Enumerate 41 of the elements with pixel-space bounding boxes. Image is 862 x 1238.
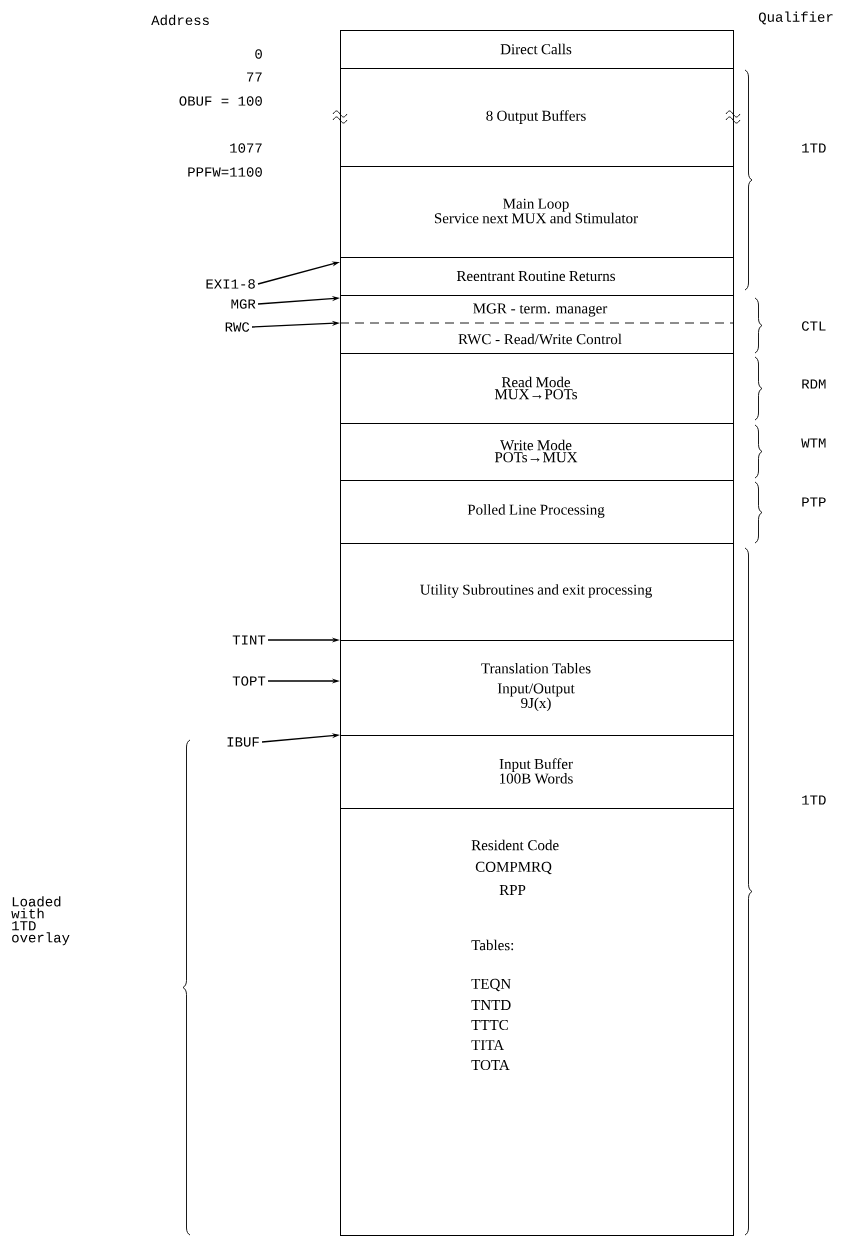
qualifier-label: 1TD <box>802 143 826 153</box>
segment-text: Read Mode MUX→POTs <box>494 376 577 400</box>
address-label: EXI1-8 <box>206 279 255 289</box>
segment-text: Input Buffer 100B Words <box>499 758 573 784</box>
qualifier-label: RDM <box>802 379 826 389</box>
segment-text: Translation Tables Input/Output 9J(x) <box>481 662 591 712</box>
address-label: PPFW=1100 <box>188 167 262 177</box>
qualifier-label: CTL <box>802 321 826 331</box>
address-label: MGR <box>231 299 256 309</box>
segment-text: TEQN <box>471 978 511 992</box>
address-label: TINT <box>232 635 266 645</box>
segment-text: Tables: <box>471 939 514 951</box>
segment-text: RPP <box>499 885 526 895</box>
segment-text: TITA <box>471 1040 505 1050</box>
segment-text: Resident Code <box>471 839 559 851</box>
address-label: TOPT <box>232 676 266 686</box>
segment-text: TOTA <box>471 1060 510 1071</box>
address-label: OBUF = 100 <box>179 96 262 106</box>
segment-text: Polled Line Processing <box>467 504 605 518</box>
segment-text: RWC - Read/Write Control <box>458 333 622 345</box>
segment-text: Reentrant Routine Returns <box>456 270 616 282</box>
segment-text: Main Loop Service next MUX and Stimulator <box>434 198 638 224</box>
qualifier-label: WTM <box>801 438 826 448</box>
segment-text: MGR - term. manager <box>473 303 608 317</box>
overlay-note: Loaded with 1TD overlay <box>11 896 70 946</box>
column-heading: Address <box>151 14 209 26</box>
column-heading: Qualifier <box>758 11 833 25</box>
segment-text: Write Mode POTs→MUX <box>494 439 578 463</box>
segment-text: TTTC <box>471 1020 508 1031</box>
segment-text: COMPMRQ <box>475 861 552 875</box>
address-label: 77 <box>247 72 262 82</box>
address-label: 0 <box>255 49 262 59</box>
address-label: 1077 <box>230 143 262 153</box>
segment-text: Utility Subroutines and exit processing <box>420 584 652 598</box>
segment-text: TNTD <box>471 1000 511 1010</box>
qualifier-label: PTP <box>802 497 826 507</box>
qualifier-label: 1TD <box>802 795 826 805</box>
segment-text: Direct Calls <box>500 43 572 55</box>
address-label: IBUF <box>227 737 259 747</box>
address-label: RWC <box>225 322 250 332</box>
segment-text: 8 Output Buffers <box>486 110 586 124</box>
